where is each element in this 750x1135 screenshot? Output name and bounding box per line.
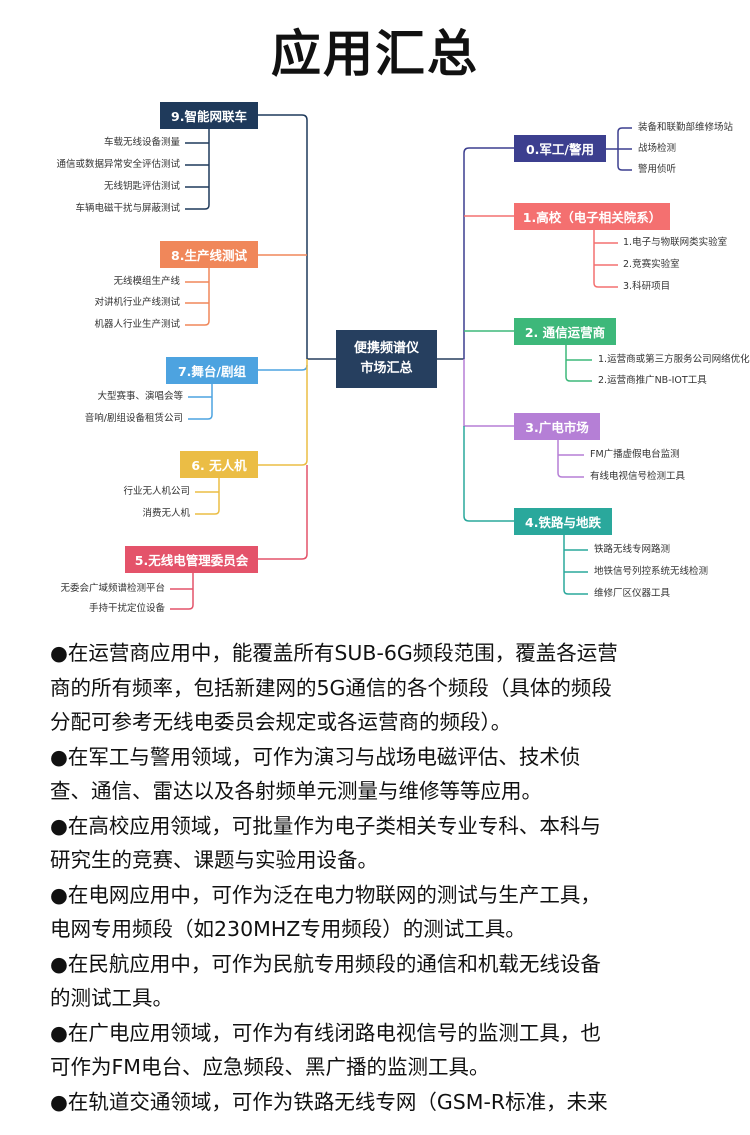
text-line: 电网专用频段（如230MHZ专用频段）的测试工具。: [50, 917, 526, 941]
center-node-line1: 便携频谱仪: [353, 341, 419, 356]
leaf: 3.科研项目: [623, 281, 671, 292]
leaf: 战场检测: [638, 143, 677, 154]
leaf: 警用侦听: [638, 164, 677, 175]
text-line: ●在电网应用中，可作为泛在电力物联网的测试与生产工具，: [50, 882, 601, 907]
leaf: 装备和联勤部维修场站: [638, 122, 734, 133]
branch-telecom-operators: 2. 通信运营商: [514, 318, 616, 345]
text-line: 可作为FM电台、应急频段、黑广播的监测工具。: [50, 1055, 490, 1079]
leaf: 2.竞赛实验室: [623, 259, 680, 270]
branch-railway-metro: 4.铁路与地跌: [514, 508, 612, 535]
leaf: 无委会广域频谱检测平台: [60, 583, 165, 594]
leaf: 车辆电磁干扰与屏蔽测试: [75, 203, 180, 214]
text-line: 的测试工具。: [50, 986, 173, 1010]
leaf: 大型赛事、演唱会等: [97, 391, 183, 402]
text-line: ●在高校应用领域，可批量作为电子类相关专业专科、本科与: [50, 813, 601, 838]
text-line: 查、通信、雷达以及各射频单元测量与维修等等应用。: [50, 779, 542, 803]
leaf: 1.电子与物联网类实验室: [623, 237, 728, 248]
branch-production-line: 8.生产线测试: [160, 241, 258, 268]
leaf: 有线电视信号检测工具: [590, 471, 686, 482]
leaf: 无线模组生产线: [113, 276, 180, 287]
page-title: 应用汇总: [271, 25, 479, 83]
leaf: FM广播虚假电台监测: [590, 449, 680, 460]
branch-stage: 7.舞台/剧组: [166, 357, 258, 384]
leaf: 地铁信号列控系统无线检测: [594, 566, 709, 577]
branch-broadcast: 3.广电市场: [514, 413, 600, 440]
application-description: ●在运营商应用中，能覆盖所有SUB-6G频段范围，覆盖各运营 商的所有频率，包括…: [50, 636, 730, 1119]
leaf: 维修厂区仪器工具: [594, 588, 671, 599]
leaf: 铁路无线专网路测: [594, 544, 671, 555]
leaf: 消费无人机: [142, 508, 190, 519]
leaf: 无线钥匙评估测试: [103, 181, 180, 192]
text-line: ●在军工与警用领域，可作为演习与战场电磁评估、技术侦: [50, 744, 581, 769]
leaf: 1.运营商或第三方服务公司网络优化: [598, 354, 750, 365]
mindmap-connectors: [170, 114, 632, 610]
branch-radio-committee: 5.无线电管理委员会: [125, 546, 258, 573]
center-node-line2: 市场汇总: [360, 361, 413, 376]
center-node: 便携频谱仪 市场汇总: [336, 330, 437, 388]
leaf: 机器人行业生产测试: [94, 319, 180, 330]
text-line: ●在民航应用中，可作为民航专用频段的通信和机载无线设备: [50, 951, 601, 976]
leaf: 通信或数据异常安全评估测试: [56, 159, 180, 170]
text-line: ●在广电应用领域，可作为有线闭路电视信号的监测工具，也: [50, 1020, 601, 1045]
branch-smart-vehicle: 9.智能网联车: [160, 102, 258, 129]
leaf: 手持干扰定位设备: [88, 603, 165, 614]
leaf: 行业无人机公司: [123, 486, 190, 497]
leaf: 音响/剧组设备租赁公司: [84, 413, 183, 424]
text-line: ●在轨道交通领域，可作为铁路无线专网（GSM-R标准，未来: [50, 1089, 608, 1114]
branch-universities: 1.高校（电子相关院系）: [514, 203, 670, 230]
text-line: 分配可参考无线电委员会规定或各运营商的频段）。: [50, 710, 512, 734]
text-line: 商的所有频率，包括新建网的5G通信的各个频段（具体的频段: [50, 675, 612, 700]
leaf: 车载无线设备测量: [103, 137, 180, 148]
text-line: ●在运营商应用中，能覆盖所有SUB-6G频段范围，覆盖各运营: [50, 641, 618, 665]
leaf: 2.运营商推广NB-IOT工具: [598, 375, 707, 386]
branch-drone: 6. 无人机: [180, 451, 258, 478]
branch-military-police: 0.军工/警用: [514, 135, 606, 162]
text-line: 研究生的竞赛、课题与实验用设备。: [50, 848, 378, 872]
leaf: 对讲机行业产线测试: [94, 297, 180, 308]
